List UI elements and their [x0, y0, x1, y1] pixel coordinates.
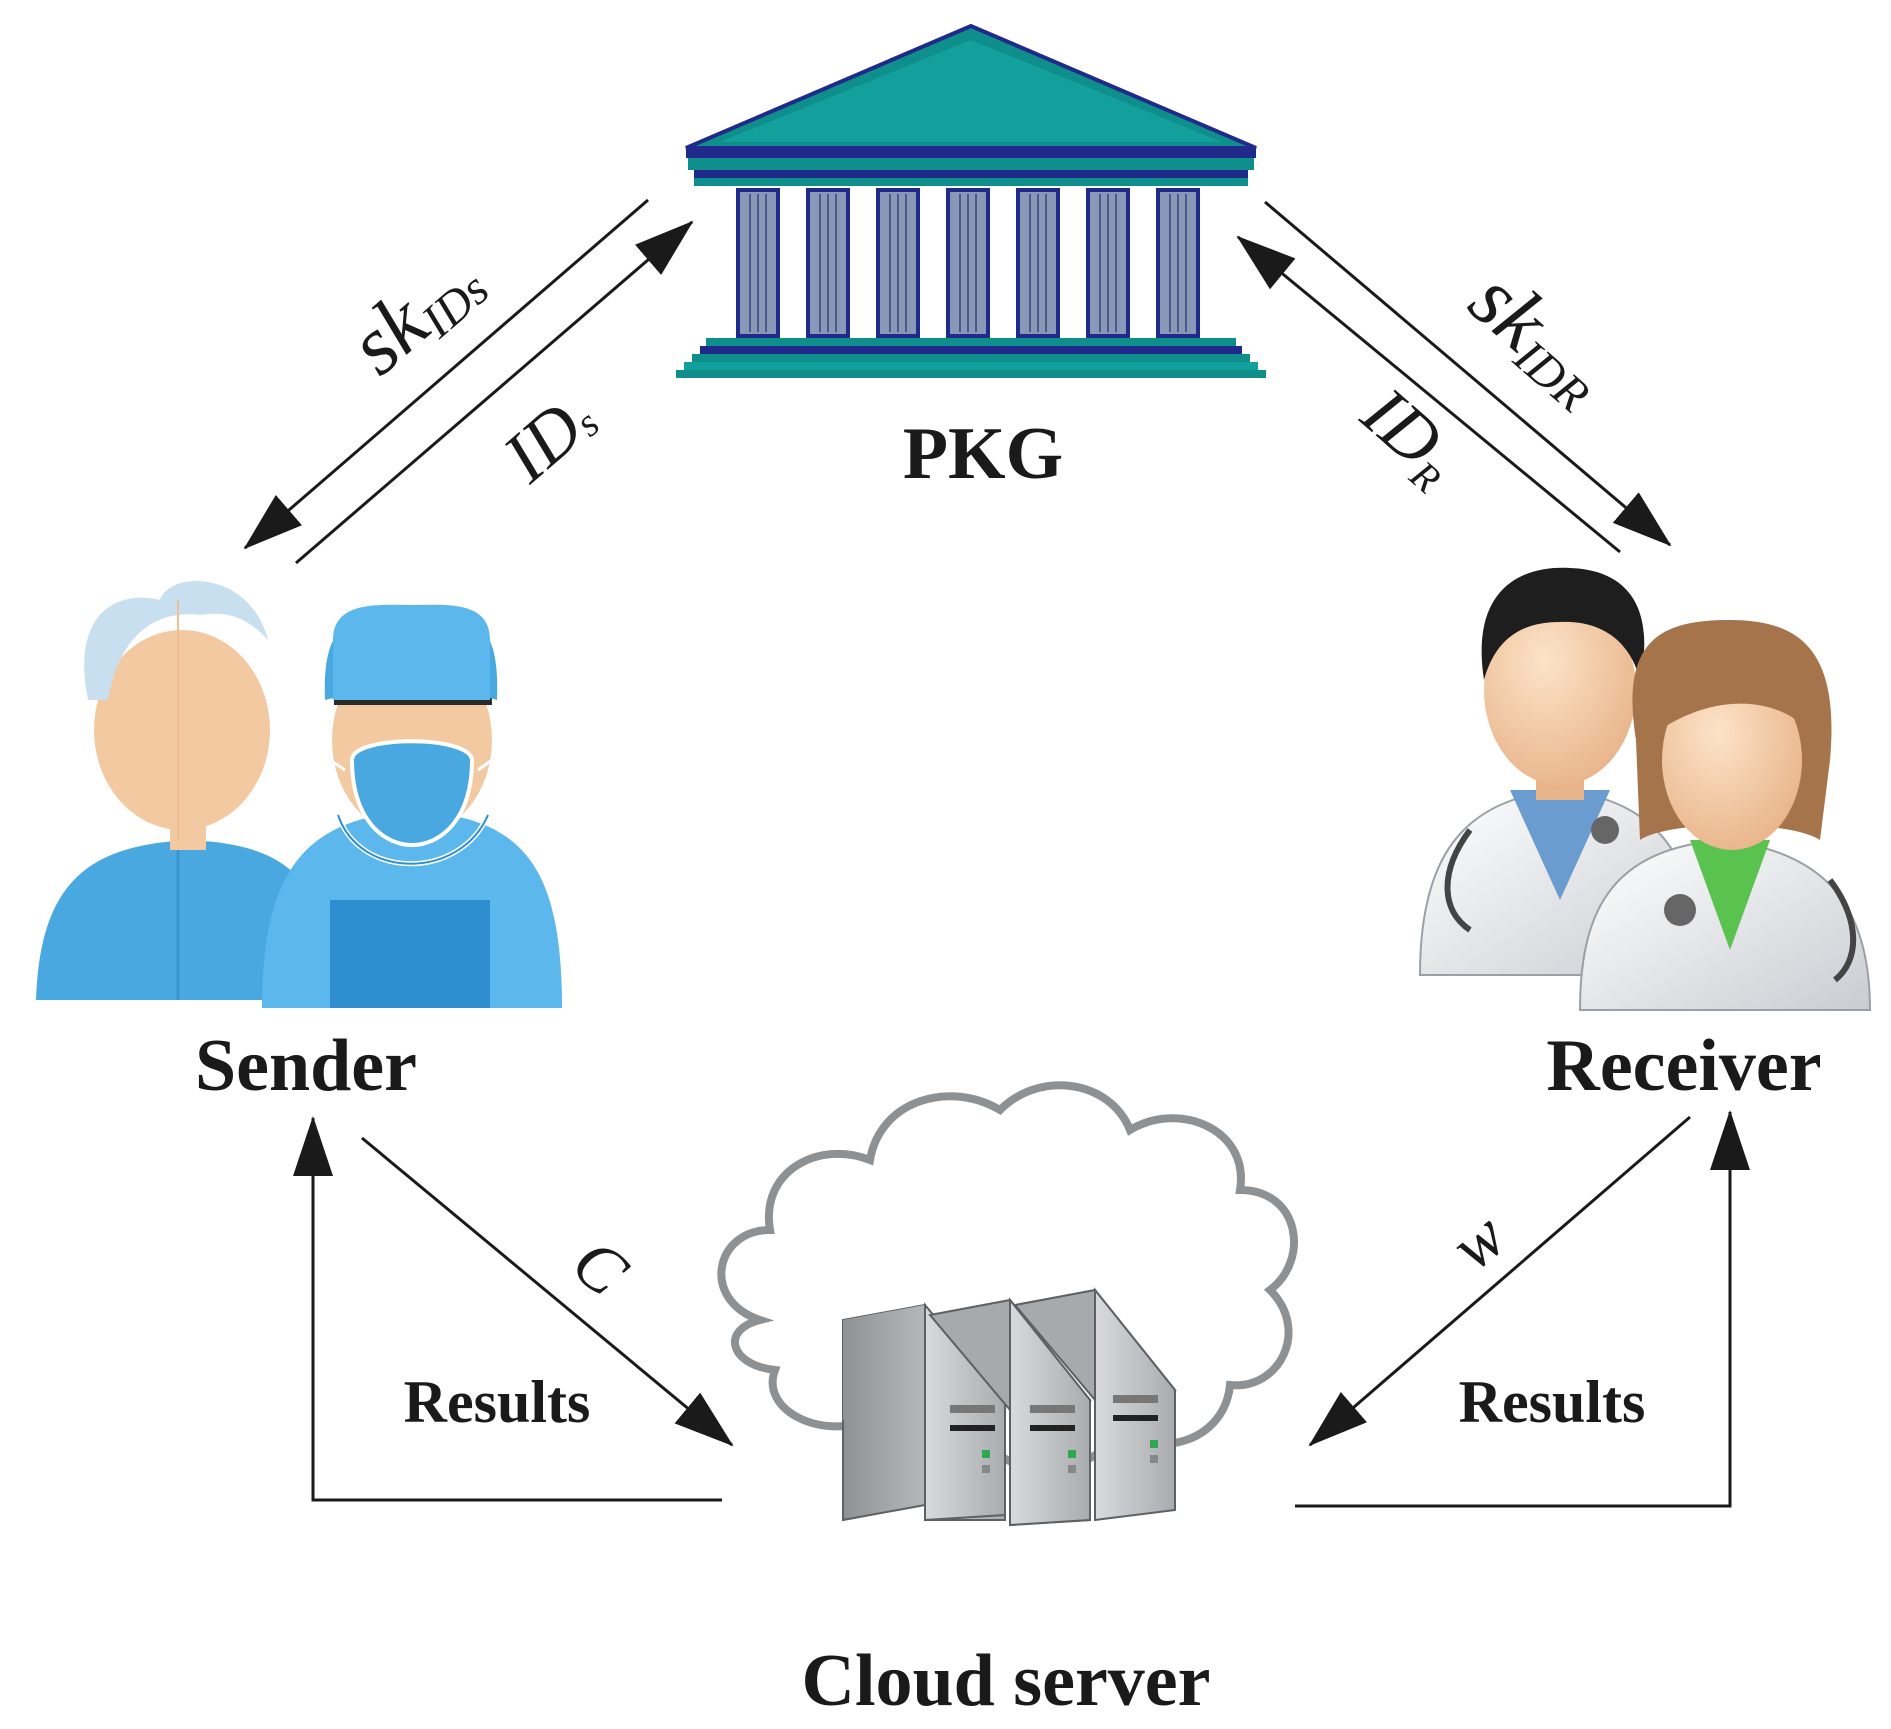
edge-label-id-s-main: ID: [487, 387, 598, 498]
cloud-server-label: Cloud server: [802, 1640, 1211, 1722]
edge-label-w-text: w: [1436, 1197, 1520, 1284]
svg-text:IDs: IDs: [487, 377, 609, 498]
edge-label-c-text: C: [558, 1223, 642, 1311]
edge-label-id-r: IDR: [1343, 371, 1475, 502]
arrow-results-to-sender: [293, 1116, 722, 1502]
edge-label-sk-idr: skIDR: [1451, 252, 1626, 422]
arrow-pkg-to-sender: [243, 198, 649, 550]
svg-text:IDR: IDR: [1343, 371, 1475, 502]
receiver-label: Receiver: [1546, 1025, 1821, 1107]
sender-people-icon: [36, 580, 562, 1008]
results-label-sender: Results: [404, 1369, 591, 1435]
svg-text:skIDR: skIDR: [1451, 252, 1626, 422]
edge-label-w: w: [1436, 1197, 1520, 1284]
arrow-sender-to-pkg: [295, 220, 694, 565]
arrow-receiver-to-cloud: [1308, 1115, 1691, 1447]
results-label-receiver: Results: [1459, 1369, 1646, 1435]
arrow-results-to-receiver: [1295, 1110, 1750, 1508]
edge-label-c: C: [558, 1223, 642, 1311]
arrow-pkg-to-receiver: [1264, 200, 1672, 547]
pkg-label: PKG: [903, 413, 1063, 495]
edge-label-id-s: IDs: [487, 377, 609, 498]
cloud-server-icon: [717, 1081, 1298, 1527]
arrow-sender-to-cloud: [361, 1136, 734, 1447]
svg-text:skIDs: skIDs: [331, 231, 498, 394]
arrow-receiver-to-pkg: [1236, 235, 1621, 554]
sender-label: Sender: [195, 1025, 417, 1107]
pkg-building-icon: [676, 23, 1266, 378]
edge-label-sk-ids: skIDs: [331, 231, 498, 394]
receiver-doctors-icon: [1418, 567, 1872, 1011]
